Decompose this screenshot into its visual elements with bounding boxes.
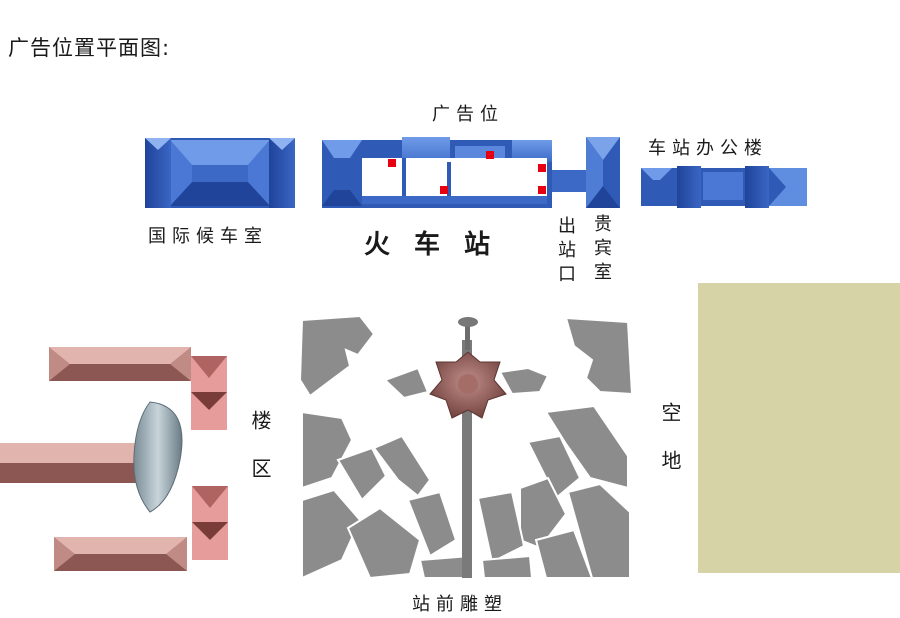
curved-canopy (133, 401, 183, 513)
station-sculpture-label: 站前雕塑 (412, 594, 508, 615)
ad-marker (538, 186, 546, 194)
exit-passage (552, 170, 586, 192)
vip-room-label: 贵宾室 (591, 214, 612, 286)
ad-marker (388, 159, 396, 167)
vip-room-building (586, 137, 620, 208)
residential-block (0, 443, 160, 483)
residential-block (49, 347, 191, 381)
building-area-label: 楼区 (248, 410, 272, 506)
international-waiting-room-label: 国际候车室 (148, 226, 268, 247)
exit-label: 出站口 (555, 216, 576, 288)
open-space-area (698, 283, 900, 573)
sculpture-axis (458, 317, 478, 578)
residential-blocks (0, 347, 228, 571)
station-office-label: 车站办公楼 (648, 138, 768, 159)
open-space-label: 空地 (658, 402, 682, 498)
train-station-label: 火车站 (364, 230, 515, 260)
ad-position-label: 广告位 (432, 104, 504, 125)
station-plaza (298, 314, 634, 580)
page-title: 广告位置平面图: (8, 36, 171, 60)
station-office-building (641, 166, 807, 208)
ad-marker (538, 164, 546, 172)
ad-marker (486, 151, 494, 159)
sculpture (429, 351, 507, 419)
residential-block (54, 537, 187, 571)
international-waiting-room-building (145, 138, 295, 208)
train-station-building (322, 137, 552, 208)
ad-marker (440, 186, 448, 194)
ad-markers (388, 151, 546, 194)
